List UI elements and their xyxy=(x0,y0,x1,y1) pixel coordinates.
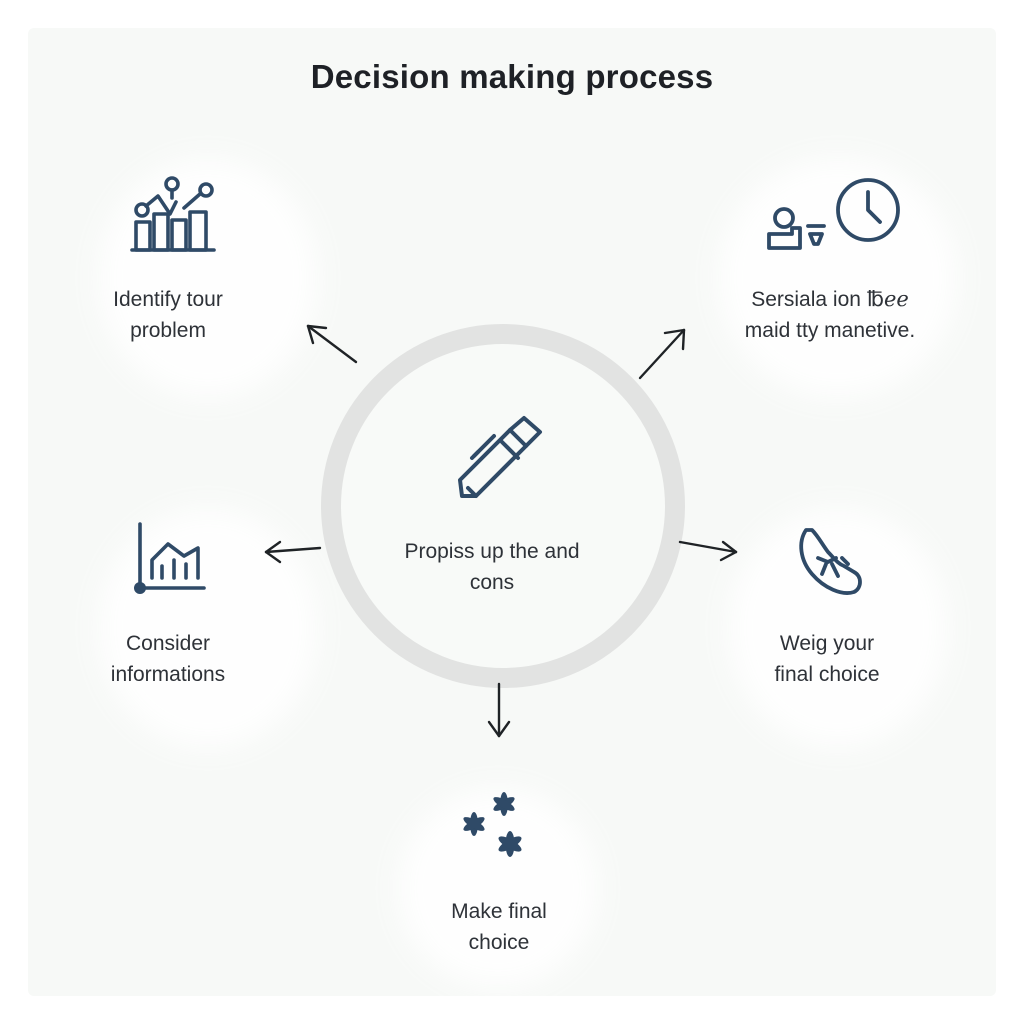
node-glow xyxy=(98,508,318,748)
chart-network-icon xyxy=(130,176,216,252)
arrow-to-consider xyxy=(264,540,322,564)
node-label-line1: Consider xyxy=(125,632,211,655)
node-glow xyxy=(398,788,598,988)
arrow-to-serialize xyxy=(638,328,686,380)
diagram-title: Decision making process xyxy=(310,58,714,95)
node-glow xyxy=(728,508,948,748)
node-label-serialize: Sersiala ion ℔ℯℯ maid tty manetive. xyxy=(710,284,950,346)
arrow-to-weigh xyxy=(678,540,738,562)
node-label-consider: Consider informations xyxy=(48,628,288,690)
center-label-line1: Propiss up the and xyxy=(404,540,580,563)
node-label-line1: Sersiala ion ℔ℯℯ xyxy=(751,288,909,311)
node-label-line1: Identify tour xyxy=(113,288,223,311)
center-circle xyxy=(321,324,685,688)
node-label-make: Make final choice xyxy=(379,896,619,958)
person-clock-icon xyxy=(767,178,900,250)
arrow-to-identify xyxy=(306,324,358,364)
node-label-line2: final choice xyxy=(774,663,880,686)
node-label-line1: Make final xyxy=(451,900,547,923)
arrow-to-make xyxy=(487,682,511,738)
scale-icon xyxy=(799,528,862,595)
building-chart-icon xyxy=(134,522,206,594)
node-label-line1: Weig your xyxy=(779,632,875,655)
center-label: Propiss up the and cons xyxy=(372,536,612,598)
center-label-line2: cons xyxy=(469,571,515,594)
node-label-line2: maid tty manetive. xyxy=(744,319,916,342)
node-glow xyxy=(98,158,318,398)
node-glow xyxy=(718,158,958,398)
sparkles-icon xyxy=(463,792,522,857)
node-label-weigh: Weig your final choice xyxy=(707,628,947,690)
diagram-canvas xyxy=(28,28,996,996)
node-label-line2: choice xyxy=(468,931,530,954)
pen-icon xyxy=(458,416,542,498)
node-label-line2: problem xyxy=(130,319,206,342)
node-label-identify: Identify tour problem xyxy=(48,284,288,346)
node-label-line2: informations xyxy=(110,663,226,686)
